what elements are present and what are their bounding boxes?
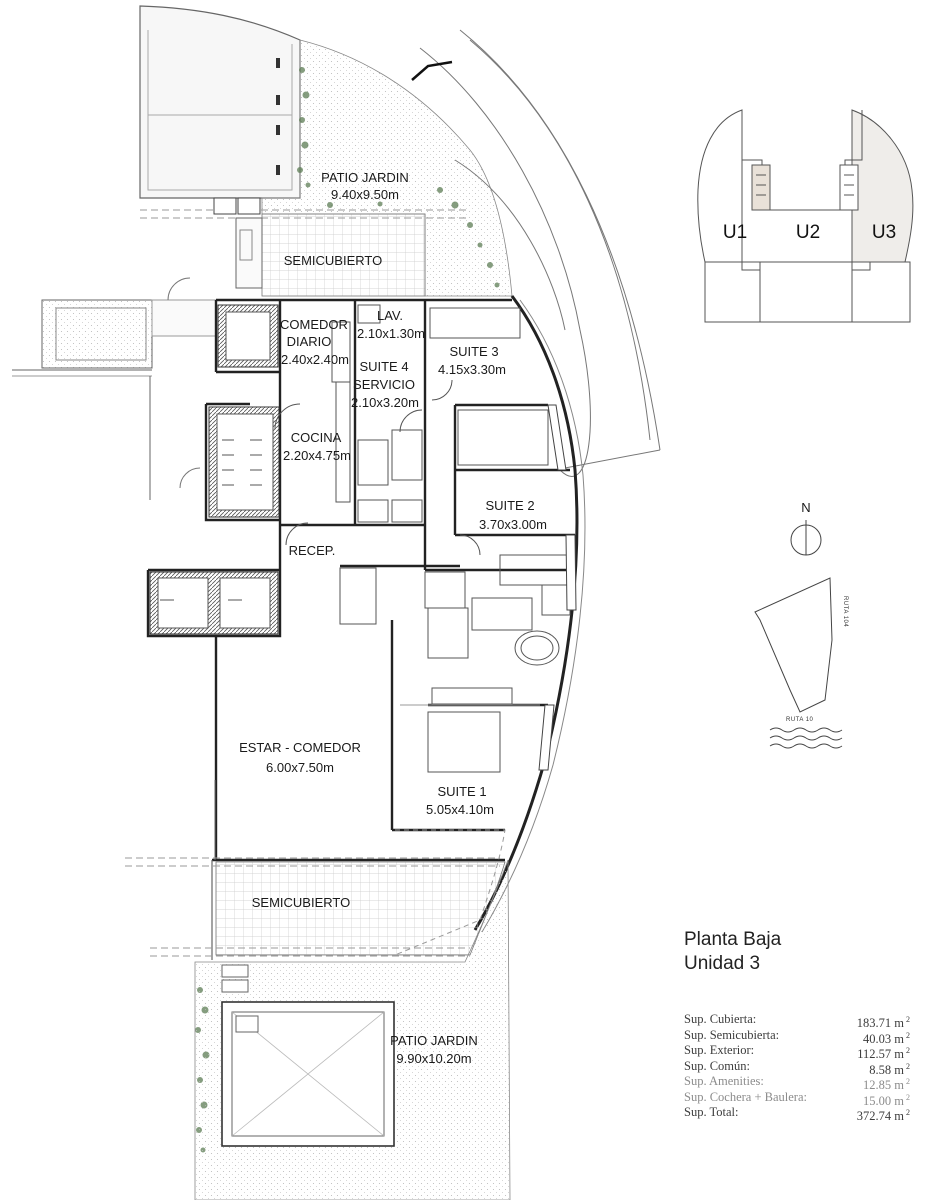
area-label: Sup. Cochera + Baulera: (684, 1089, 807, 1104)
key-plan-u3-highlight (851, 109, 914, 263)
area-value-text: 8.58 m (869, 1062, 904, 1077)
room-suite-4-name-2: SERVICIO (353, 377, 415, 392)
area-unit-superscript: 2 (906, 1077, 910, 1086)
plan-title: Planta Baja Unidad 3 (684, 928, 781, 976)
room-recep-name: RECEP. (289, 543, 336, 558)
area-value-text: 40.03 m (863, 1031, 904, 1046)
secondary-walls (149, 304, 571, 773)
area-label: Sup. Semicubierta: (684, 1027, 780, 1042)
area-unit-superscript: 2 (906, 1030, 910, 1040)
left-terrace (12, 277, 217, 500)
site-map-road-1: RUTA 104 (842, 596, 848, 627)
room-comedor-diario-dim: 2.40x2.40m (281, 352, 349, 367)
room-cocina-name: COCINA (291, 430, 342, 445)
room-semicubierto-top-name: SEMICUBIERTO (284, 253, 382, 268)
interior-walls (146, 298, 575, 862)
room-semicubierto-bottom-name: SEMICUBIERTO (252, 895, 350, 910)
site-map-road-2: RUTA 10 (786, 717, 814, 723)
room-suite-4-dim: 2.10x3.20m (351, 395, 419, 410)
room-patio-jardin-top-name: PATIO JARDIN (321, 170, 409, 185)
room-comedor-diario-name-2: DIARIO (287, 334, 332, 349)
area-label: Sup. Total: (684, 1105, 739, 1119)
room-suite-3-dim: 4.15x3.30m (438, 362, 506, 377)
area-label: Sup. Exterior: (684, 1043, 755, 1057)
room-patio-jardin-bottom-name: PATIO JARDIN (390, 1033, 478, 1048)
curved-deck (411, 29, 661, 477)
pool (221, 1001, 395, 1147)
room-patio-jardin-bottom-dim: 9.90x10.20m (396, 1051, 471, 1066)
area-unit-superscript: 2 (906, 1046, 910, 1055)
key-plan-label-u1: U1 (723, 222, 747, 243)
compass-label: N (801, 500, 810, 515)
site-map (754, 577, 843, 749)
curved-exterior-wall (473, 295, 579, 931)
area-unit-superscript: 2 (906, 1061, 910, 1071)
area-label: Sup. Común: (684, 1058, 750, 1073)
key-plan-label-u2: U2 (796, 222, 820, 243)
plan-title-line-2: Unidad 3 (684, 953, 761, 974)
room-cocina-dim: 2.20x4.75m (283, 448, 351, 463)
room-suite-3-name: SUITE 3 (449, 344, 498, 359)
key-plan (697, 109, 914, 323)
area-value-text: 183.71 m (856, 1016, 904, 1031)
area-value-text: 15.00 m (863, 1093, 904, 1108)
garage-block (139, 5, 301, 199)
area-value-text: 112.57 m (857, 1047, 904, 1062)
area-unit-superscript: 2 (906, 1015, 910, 1024)
area-value-text: 372.74 m (856, 1109, 904, 1124)
key-plan-label-u3: U3 (872, 222, 896, 243)
room-suite-1-name: SUITE 1 (437, 784, 486, 799)
compass-icon: N (790, 500, 822, 556)
room-comedor-diario-name-1: COMEDOR (280, 317, 348, 332)
area-value-text: 12.85 m (863, 1078, 904, 1093)
room-lav-dim: 2.10x1.30m (357, 326, 425, 341)
area-unit-superscript: 2 (906, 1092, 910, 1102)
area-label: Sup. Cubierta: (684, 1012, 757, 1026)
semicubierto-top-area (261, 213, 426, 297)
room-suite-2-name: SUITE 2 (485, 498, 534, 513)
room-lav-name: LAV. (377, 308, 403, 323)
facade-windows (538, 404, 577, 771)
room-estar-comedor-name: ESTAR - COMEDOR (239, 740, 361, 755)
room-estar-comedor-dim: 6.00x7.50m (266, 760, 334, 775)
area-unit-superscript: 2 (906, 1108, 910, 1117)
room-suite-4-name-1: SUITE 4 (359, 359, 408, 374)
room-patio-jardin-top-dim: 9.40x9.50m (331, 187, 399, 202)
room-suite-1-dim: 5.05x4.10m (426, 802, 494, 817)
patio-jardin-top-area (261, 39, 513, 297)
plan-title-line-1: Planta Baja (684, 929, 782, 950)
area-label: Sup. Amenities: (684, 1074, 764, 1088)
room-suite-2-dim: 3.70x3.00m (479, 517, 547, 532)
